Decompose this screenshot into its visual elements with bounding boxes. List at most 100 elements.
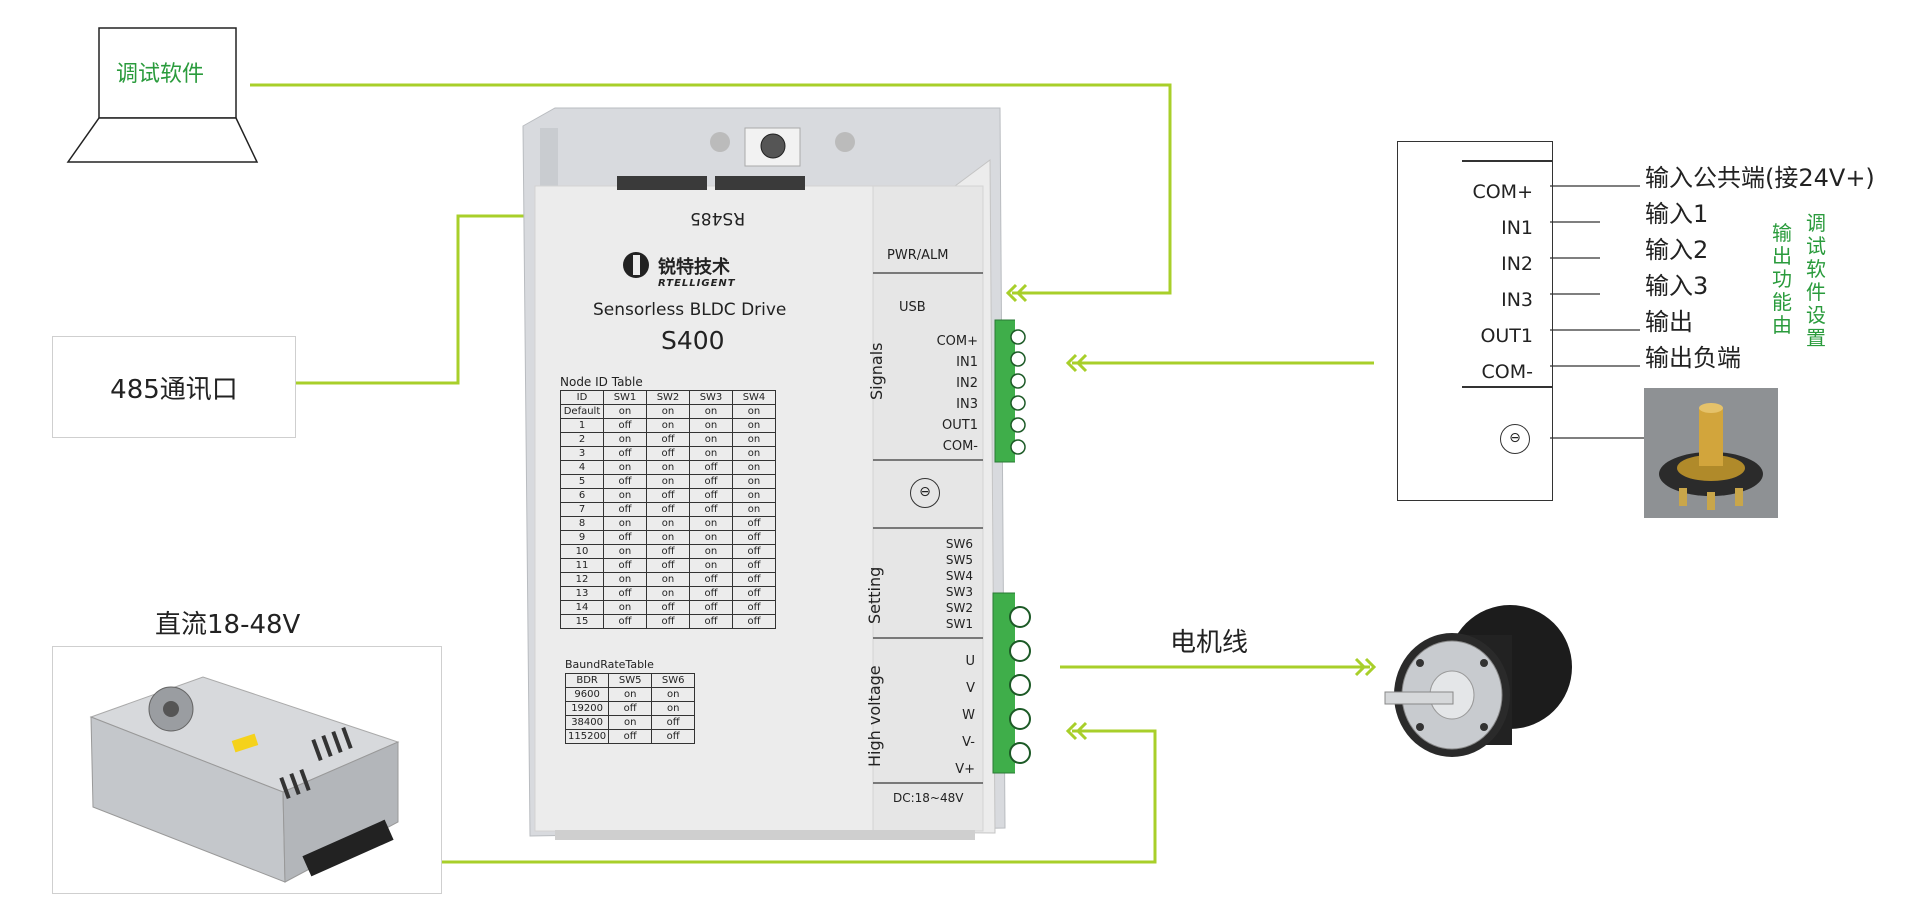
pot-symbol-text: ⊖ <box>919 484 931 500</box>
setting-title: Setting <box>865 566 884 624</box>
table-cell: off <box>646 600 690 615</box>
io-description: 输入公共端(接24V+) <box>1645 164 1875 192</box>
table-cell: off <box>732 530 776 545</box>
table-cell: off <box>689 460 733 475</box>
table-cell: off <box>603 474 647 489</box>
brand-cn: 锐特技术 <box>658 257 730 278</box>
table-cell: 6 <box>560 488 604 503</box>
table-cell: off <box>732 600 776 615</box>
io-pot-symbol: ⊖ <box>1500 424 1530 454</box>
table-cell: 9600 <box>564 687 610 702</box>
table-cell: off <box>603 614 647 629</box>
drive-model: S400 <box>661 326 725 355</box>
table-cell: off <box>646 558 690 573</box>
table-cell: off <box>689 488 733 503</box>
hv-pin-label: V+ <box>955 762 975 777</box>
table-cell: 19200 <box>564 701 610 716</box>
table-cell: off <box>689 600 733 615</box>
table-header-cell: SW6 <box>651 673 696 688</box>
table-cell: off <box>732 516 776 531</box>
table-cell: 12 <box>560 572 604 587</box>
table-cell: on <box>732 488 776 503</box>
table-cell: off <box>732 572 776 587</box>
io-description: 输入2 <box>1645 236 1709 264</box>
table-cell: 9 <box>560 530 604 545</box>
usb-wire <box>250 83 1172 295</box>
software-laptop: 调试软件 <box>64 26 264 166</box>
io-panel-top-rule <box>1462 160 1552 162</box>
hv-pin-label: U <box>965 654 975 669</box>
table-cell: on <box>732 474 776 489</box>
drive-subtitle: Sensorless BLDC Drive <box>593 300 787 320</box>
motor-label: 电机线 <box>1170 628 1249 658</box>
io-description: 输入1 <box>1645 200 1709 228</box>
signal-pin-label: COM+ <box>936 334 978 349</box>
table-cell: off <box>646 614 690 629</box>
table-cell: on <box>603 516 647 531</box>
table-cell: off <box>732 544 776 559</box>
psu-title: 直流18-48V <box>155 610 301 640</box>
table-cell: on <box>732 418 776 433</box>
table-cell: on <box>689 544 733 559</box>
table-cell: on <box>603 600 647 615</box>
table-cell: on <box>646 572 690 587</box>
setting-switch-label: SW3 <box>945 585 973 599</box>
table-header-cell: SW4 <box>732 390 776 405</box>
table-cell: off <box>732 586 776 601</box>
table-cell: off <box>603 530 647 545</box>
table-cell: on <box>646 530 690 545</box>
table-header-cell: ID <box>560 390 604 405</box>
rs485-box: 485通讯口 <box>52 336 296 438</box>
power-arrow-icon <box>1065 721 1088 741</box>
signals-terminal-block <box>1002 326 1034 458</box>
table-header-cell: BDR <box>564 673 610 688</box>
table-cell: off <box>651 715 696 730</box>
table-cell: on <box>732 502 776 517</box>
table-cell: off <box>603 418 647 433</box>
table-cell: on <box>689 418 733 433</box>
table-cell: on <box>732 404 776 419</box>
io-leader-lines <box>1550 185 1648 439</box>
table-header-cell: SW5 <box>608 673 653 688</box>
baud-table-title: BaundRateTable <box>565 658 654 671</box>
setting-switch-label: SW1 <box>945 617 973 631</box>
dc-rating: DC:18~48V <box>893 791 964 805</box>
io-pin-label: IN3 <box>1501 289 1533 311</box>
table-cell: 8 <box>560 516 604 531</box>
table-cell: on <box>689 530 733 545</box>
table-cell: on <box>689 404 733 419</box>
setting-switch-label: SW2 <box>945 601 973 615</box>
io-panel-bottom-rule <box>1462 386 1552 388</box>
signal-pin-label: COM- <box>942 439 978 454</box>
hv-pin-label: W <box>962 708 975 723</box>
motor-arrow-icon <box>1354 657 1377 677</box>
table-cell: 10 <box>560 544 604 559</box>
table-header-cell: SW1 <box>603 390 647 405</box>
usb-arrow-icon <box>1005 283 1028 303</box>
hv-terminal-block <box>1000 600 1040 770</box>
table-cell: off <box>689 572 733 587</box>
table-cell: on <box>608 687 653 702</box>
io-pot-symbol-text: ⊖ <box>1509 430 1521 446</box>
software-label: 调试软件 <box>116 62 205 87</box>
table-cell: on <box>689 516 733 531</box>
table-cell: 3 <box>560 446 604 461</box>
drive-rs485-label: RS485 <box>690 208 746 228</box>
table-cell: on <box>646 404 690 419</box>
pwr-alm-label: PWR/ALM <box>887 248 949 263</box>
signals-title: Signals <box>867 342 886 400</box>
